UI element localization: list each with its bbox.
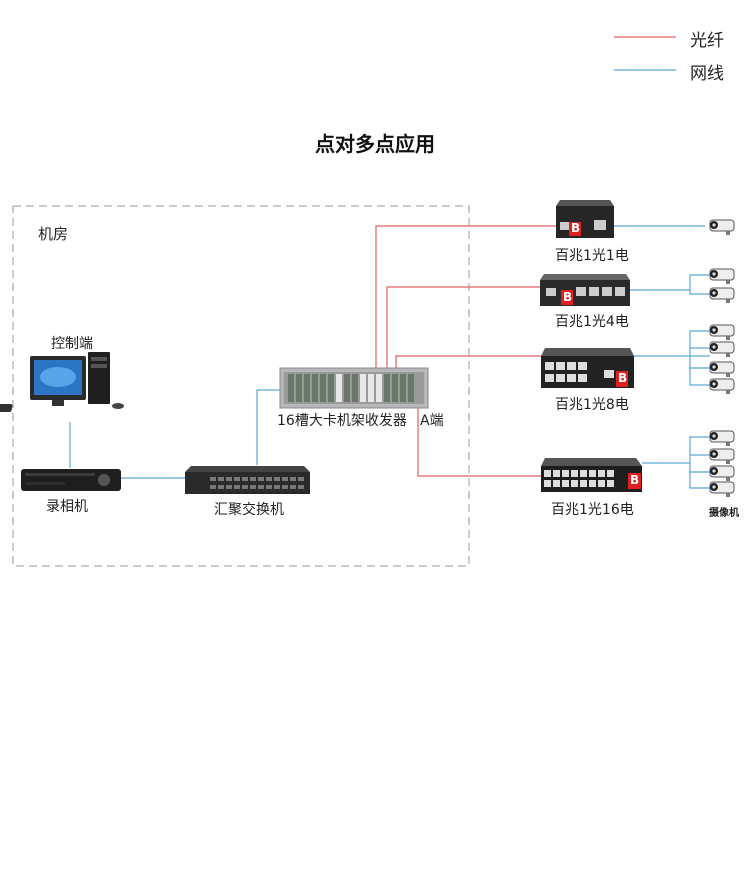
- b-tag-8: B: [618, 371, 628, 385]
- machine-room-label: 机房: [38, 225, 69, 243]
- camera-label: 摄像机: [709, 508, 739, 519]
- transceiver-1f8e-label: 百兆1光8电: [555, 397, 629, 413]
- legend-network-label: 网线: [690, 64, 724, 84]
- rack-end-label: A端: [420, 413, 444, 429]
- b-tag-4: B: [563, 290, 573, 304]
- network-links: [69, 225, 710, 489]
- rack-chassis-icon: [279, 367, 429, 409]
- control-pc-icon: [0, 352, 124, 412]
- transceiver-1f16e-label: 百兆1光16电: [551, 502, 634, 518]
- b-tag-16: B: [630, 473, 640, 487]
- rack-label: 16槽大卡机架收发器: [277, 413, 407, 429]
- control-pc-label: 控制端: [51, 336, 93, 352]
- camera-icons: [709, 219, 735, 498]
- switch-label: 汇聚交换机: [214, 502, 284, 518]
- transceiver-1f16e-icon: [541, 458, 642, 492]
- transceiver-1f1e-icon: [556, 200, 614, 238]
- recorder-icon: [21, 469, 121, 491]
- transceiver-1f1e-label: 百兆1光1电: [555, 248, 629, 264]
- machine-room-box: [12, 205, 470, 567]
- legend-fiber-label: 光纤: [690, 31, 724, 51]
- diagram-title: 点对多点应用: [315, 132, 435, 156]
- transceiver-1f4e-icon: [540, 274, 630, 306]
- fiber-links: [375, 225, 556, 477]
- aggregation-switch-icon: [185, 466, 310, 494]
- transceiver-1f4e-label: 百兆1光4电: [555, 314, 629, 330]
- b-tag-1: B: [571, 221, 581, 235]
- recorder-label: 录相机: [46, 499, 88, 515]
- b-end-tags: [561, 222, 641, 489]
